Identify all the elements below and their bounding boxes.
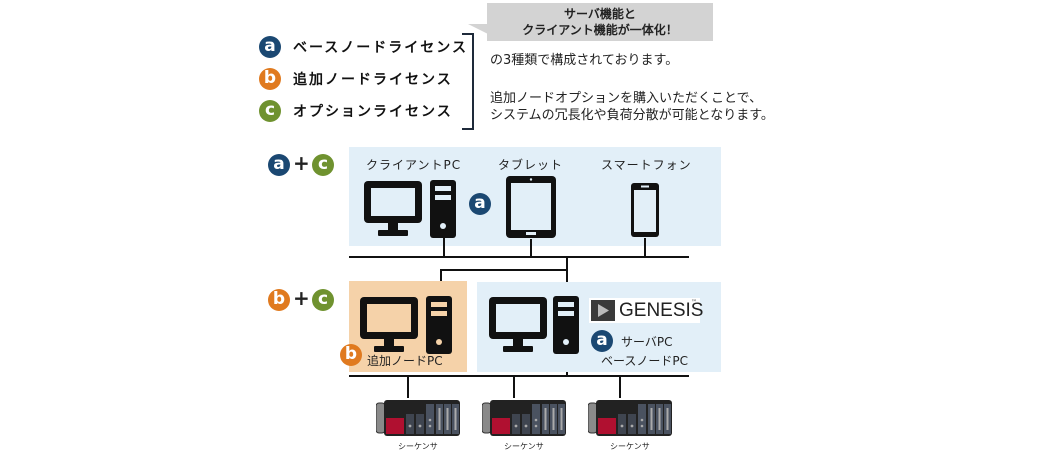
- smartphone-label: スマートフォン: [601, 158, 692, 172]
- add-node-branch-line: [440, 269, 567, 271]
- badge-b-icon: b: [259, 68, 281, 90]
- add-node-badge-b-icon: b: [340, 344, 362, 366]
- legend-bracket: [462, 33, 474, 130]
- combo-badge-c-icon: c: [312, 289, 334, 311]
- sequencer-2-drop-line: [513, 376, 515, 398]
- smartphone-icon: [631, 183, 659, 237]
- play-logo-icon: [591, 300, 615, 321]
- server-pc-label: サーバPC: [621, 335, 673, 349]
- client-pc-label: クライアントPC: [366, 158, 462, 172]
- badge-a-icon: a: [259, 36, 281, 58]
- client-pc-badge-a-icon: a: [469, 193, 491, 215]
- legend-add-node-license: 追加ノードライセンス: [293, 72, 453, 88]
- legend-option-license: オプションライセンス: [293, 104, 453, 120]
- tablet-label: タブレット: [498, 158, 564, 172]
- callout-tail: [468, 24, 492, 36]
- sequencer-1-drop-line: [407, 376, 409, 398]
- sequencer-1-label: シーケンサ: [398, 442, 438, 451]
- sequencer-3-label: シーケンサ: [610, 442, 650, 451]
- genesis-logo-text: GENESIS: [619, 300, 704, 321]
- sequencer-1-icon: [376, 400, 460, 436]
- sequencer-3-icon: [588, 400, 672, 436]
- client-pc-drop-line: [443, 238, 445, 257]
- plus-sign: +: [293, 286, 310, 310]
- add-node-pc-icon: [360, 296, 452, 354]
- genesis-trademark: ™: [691, 299, 697, 306]
- sequencer-3-drop-line: [619, 376, 621, 398]
- callout-line-1: サーバ機能と: [564, 7, 636, 21]
- client-pc-icon: [364, 180, 456, 238]
- combo-badge-a-icon: a: [268, 154, 290, 176]
- smartphone-drop-line: [644, 238, 646, 257]
- description-line-1: の3種類で構成されております。: [490, 53, 679, 68]
- server-badge-a-icon: a: [591, 330, 613, 352]
- tablet-icon: [506, 176, 556, 238]
- badge-c-icon: c: [259, 100, 281, 122]
- add-node-pc-label: 追加ノードPC: [367, 354, 443, 368]
- sequencer-network-bus: [349, 375, 689, 377]
- sequencer-2-icon: [482, 400, 566, 436]
- legend-base-node-license: ベースノードライセンス: [293, 40, 469, 56]
- combo-badge-b-icon: b: [268, 289, 290, 311]
- description-line-3: システムの冗長化や負荷分散が可能となります。: [490, 108, 774, 123]
- combo-badge-c-icon: c: [312, 154, 334, 176]
- callout-box: サーバ機能と クライアント機能が一体化！: [487, 3, 713, 41]
- server-pc-icon: [489, 296, 579, 354]
- callout-line-2: クライアント機能が一体化！: [522, 23, 678, 37]
- genesis-logo: GENESIS ™: [589, 298, 704, 323]
- description-line-2: 追加ノードオプションを購入いただくことで、: [490, 91, 763, 106]
- sequencer-2-label: シーケンサ: [504, 442, 544, 451]
- plus-sign: +: [293, 151, 310, 175]
- tablet-drop-line: [530, 239, 532, 257]
- base-node-pc-label: ベースノードPC: [601, 354, 689, 368]
- client-network-bus: [349, 256, 689, 258]
